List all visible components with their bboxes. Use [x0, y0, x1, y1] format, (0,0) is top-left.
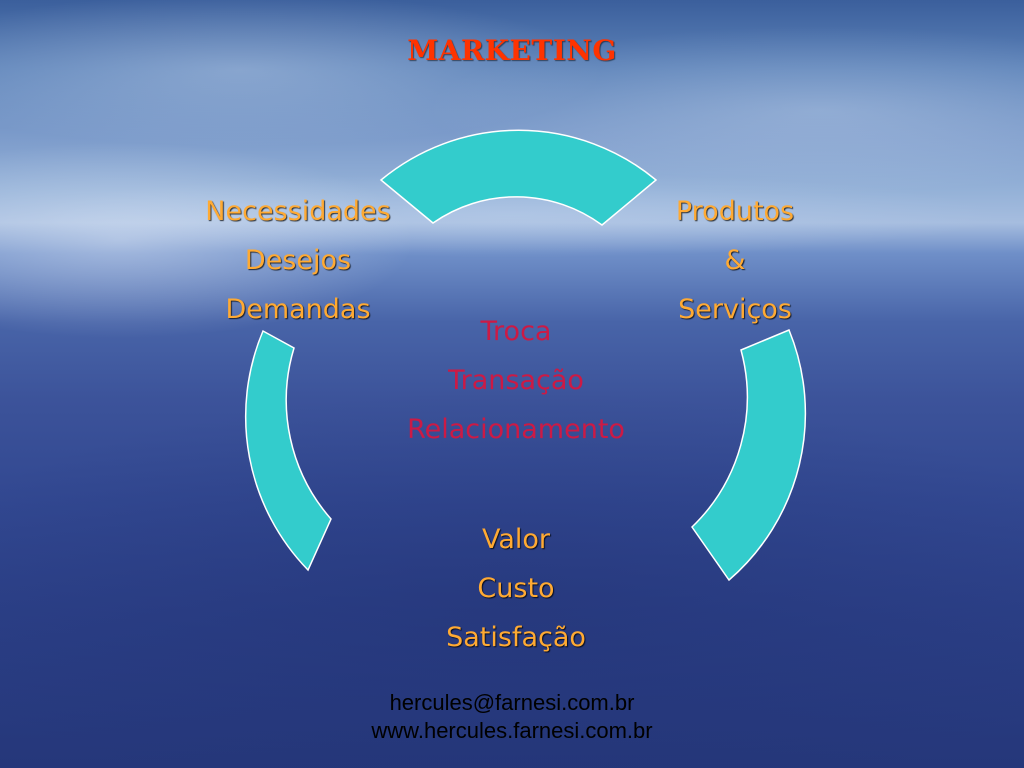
footer-email[interactable]: hercules@farnesi.com.br — [389, 690, 635, 715]
footer: hercules@farnesi.com.br www.hercules.far… — [0, 689, 1024, 745]
satisfaction-label: Satisfação — [446, 622, 586, 653]
arc-top — [379, 129, 658, 226]
cost-label: Custo — [477, 573, 555, 604]
transaction-label: Transação — [448, 365, 584, 396]
wants-label: Desejos — [244, 245, 352, 276]
products-label: Produtos — [675, 196, 795, 227]
needs-label: Necessidades — [205, 196, 391, 227]
exchange-label: Troca — [480, 316, 552, 347]
relationship-label: Relacionamento — [407, 414, 625, 445]
value-label-group: Valor Custo Satisfação — [396, 515, 636, 662]
needs-label-group: Necessidades Desejos Demandas — [178, 187, 418, 334]
footer-website[interactable]: www.hercules.farnesi.com.br — [371, 718, 653, 743]
demands-label: Demandas — [225, 294, 371, 325]
products-label-group: Produtos & Serviços — [620, 187, 850, 334]
value-label: Valor — [481, 524, 551, 555]
exchange-label-group: Troca Transação Relacionamento — [356, 307, 676, 454]
arc-left — [244, 329, 332, 572]
ampersand-label: & — [724, 245, 746, 276]
slide-title: MARKETING — [407, 34, 617, 67]
services-label: Serviços — [678, 294, 792, 325]
arc-right — [691, 329, 807, 582]
